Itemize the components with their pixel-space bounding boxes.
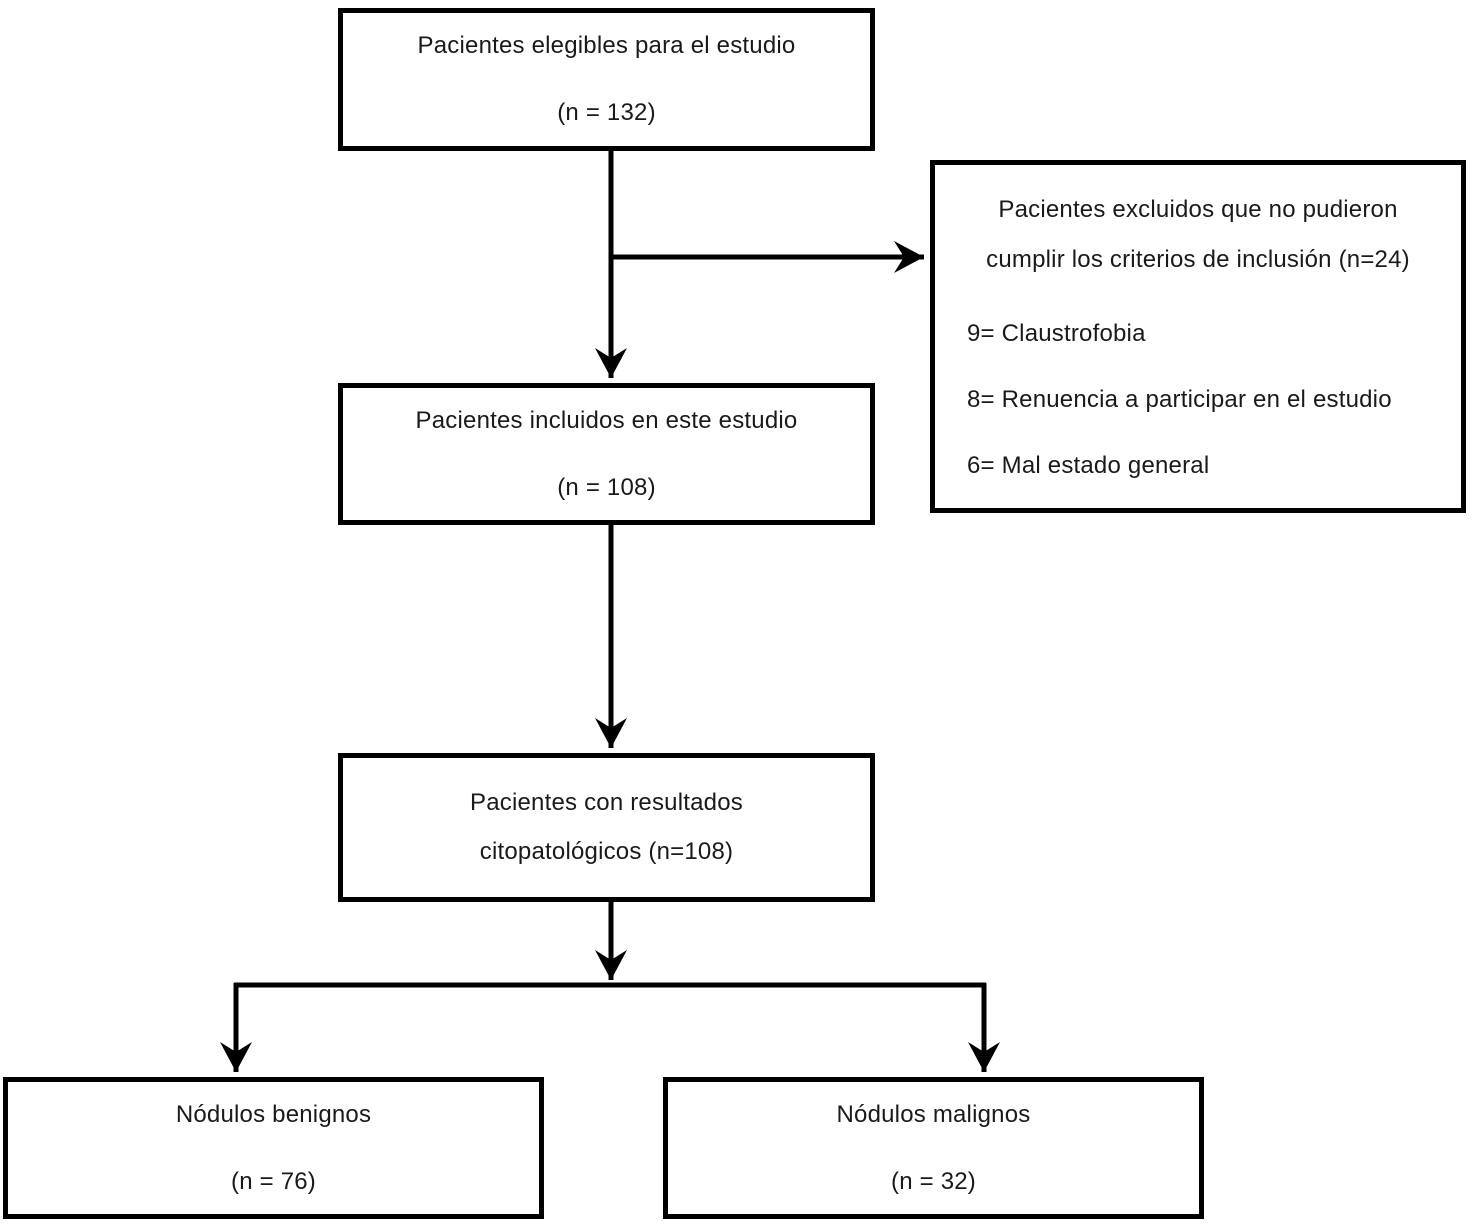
excluded-reason-poor-condition: 6= Mal estado general [967,452,1210,479]
eligible-title: Pacientes elegibles para el estudio [417,32,796,59]
flow-box-included: Pacientes incluidos en este estudio (n =… [338,383,875,525]
benign-title: Nódulos benignos [175,1100,372,1128]
flow-box-benign-nodules: Nódulos benignos (n = 76) [3,1077,544,1219]
flow-box-cytopathology: Pacientes con resultados citopatológicos… [338,753,875,902]
cytopathology-line1: Pacientes con resultados [470,789,743,816]
excluded-header-line1: Pacientes excluidos que no pudieron [998,196,1398,223]
flow-box-malignant-nodules: Nódulos malignos (n = 32) [663,1077,1204,1219]
flow-box-eligible: Pacientes elegibles para el estudio (n =… [338,8,875,151]
included-title: Pacientes incluidos en este estudio [415,406,798,434]
eligible-count: (n = 132) [557,99,656,126]
excluded-reason-claustrophobia: 9= Claustrofobia [967,320,1146,347]
included-count: (n = 108) [557,473,656,501]
excluded-header-line2: cumplir los criterios de inclusión (n=24… [986,246,1410,273]
malignant-count: (n = 32) [891,1167,976,1195]
excluded-header: Pacientes excluidos que no pudieron cump… [959,185,1437,285]
cytopathology-line2: citopatológicos (n=108) [479,838,734,865]
malignant-title: Nódulos malignos [836,1100,1031,1128]
excluded-reason-reluctance: 8= Renuencia a participar en el estudio [967,386,1392,413]
flow-box-excluded: Pacientes excluidos que no pudieron cump… [930,160,1466,513]
benign-count: (n = 76) [231,1167,316,1195]
